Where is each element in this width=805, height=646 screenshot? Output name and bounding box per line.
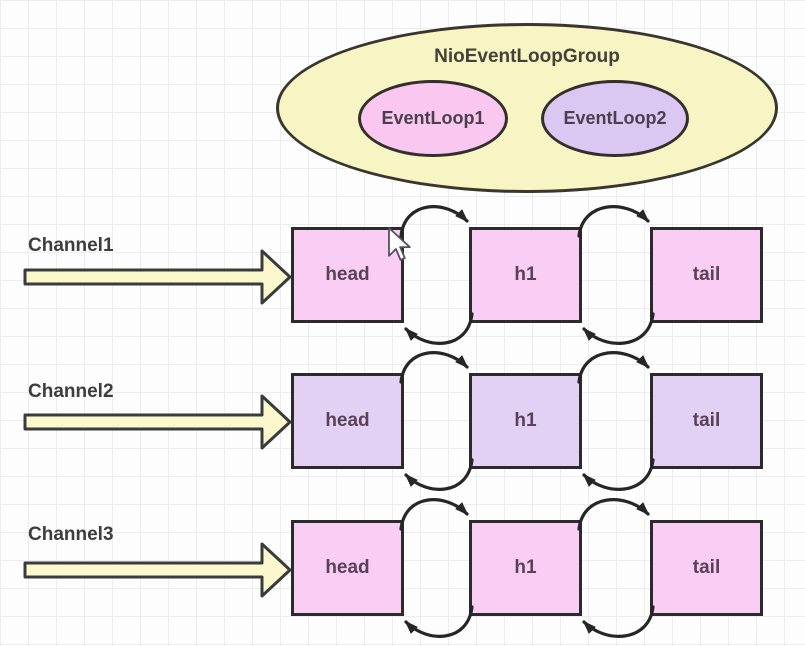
link-arc-back (404, 458, 474, 491)
link-arc-back (582, 312, 655, 345)
link-arc-forward (399, 498, 469, 531)
link-arc-back (404, 312, 474, 345)
node-label: head (325, 410, 370, 431)
channel-2-h1-node: h1 (469, 373, 582, 469)
channel-2-label: Channel2 (28, 381, 114, 402)
channel-3-head-node: head (291, 520, 404, 616)
node-label: h1 (514, 264, 537, 285)
node-label: head (325, 264, 370, 285)
event-loop-2-ellipse: EventLoop2 (541, 80, 689, 157)
event-loop-group-title: NioEventLoopGroup (434, 46, 620, 67)
link-arc-forward (577, 351, 650, 384)
link-arc-forward (399, 351, 469, 384)
channel-3-label: Channel3 (28, 524, 114, 545)
node-label: head (325, 557, 370, 578)
node-label: h1 (514, 410, 537, 431)
channel-1-label: Channel1 (28, 235, 114, 256)
link-arc-forward (577, 498, 650, 531)
event-loop-2-label: EventLoop2 (563, 108, 667, 128)
link-arc-forward (399, 205, 469, 238)
channel-3-h1-node: h1 (469, 520, 582, 616)
channel-1-head-node: head (291, 227, 404, 323)
event-loop-1-ellipse: EventLoop1 (358, 80, 508, 157)
link-arc-back (582, 458, 655, 491)
channel-3-flow-arrow (23, 542, 292, 598)
link-arc-back (582, 605, 655, 638)
link-arc-back (404, 605, 474, 638)
channel-3-tail-node: tail (650, 520, 763, 616)
node-label: tail (692, 410, 721, 431)
channel-1-tail-node: tail (650, 227, 763, 323)
event-loop-group-ellipse: NioEventLoopGroup (276, 23, 778, 193)
node-label: tail (692, 264, 721, 285)
channel-2-flow-arrow (23, 394, 292, 450)
link-arc-forward (577, 205, 650, 238)
channel-2-tail-node: tail (650, 373, 763, 469)
channel-2-head-node: head (291, 373, 404, 469)
channel-1-flow-arrow (23, 249, 292, 305)
node-label: h1 (514, 557, 537, 578)
event-loop-1-label: EventLoop1 (381, 108, 485, 128)
channel-1-h1-node: h1 (469, 227, 582, 323)
node-label: tail (692, 557, 721, 578)
